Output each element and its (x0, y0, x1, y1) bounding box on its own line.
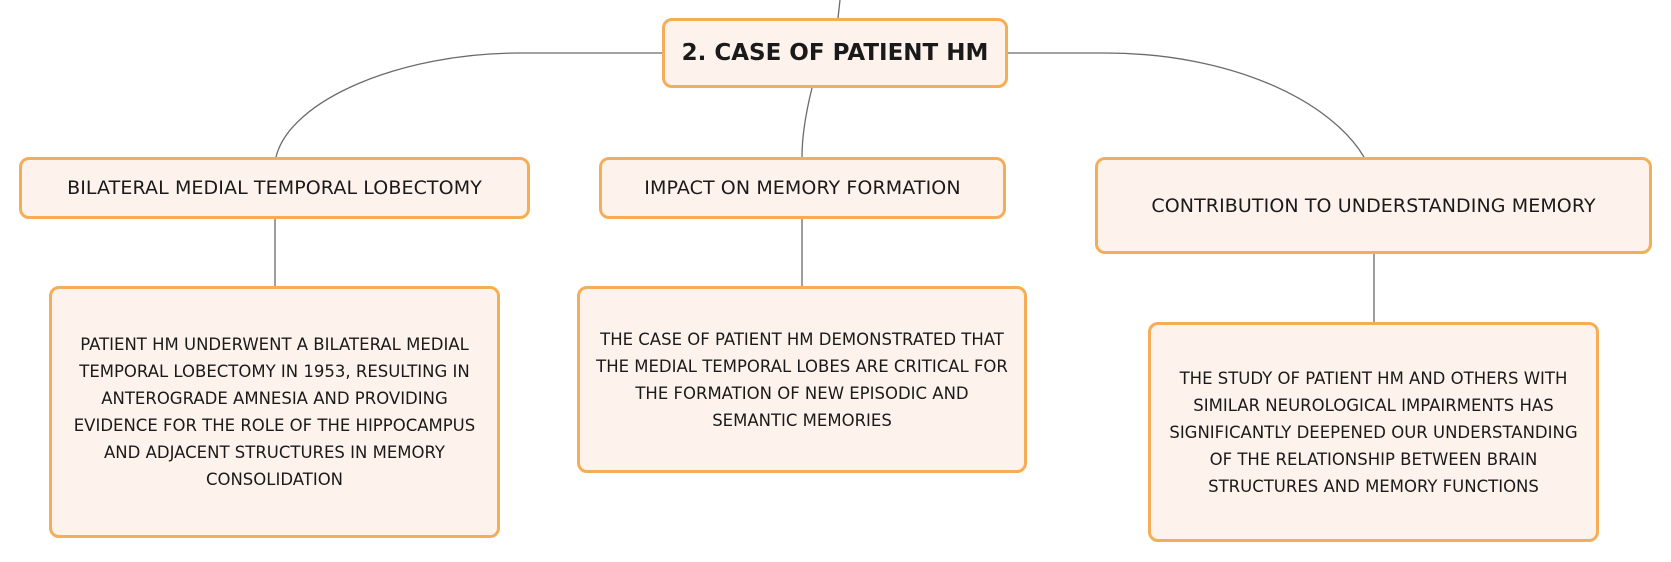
detail-node-understanding-memory[interactable]: THE STUDY OF PATIENT HM AND OTHERS WITH … (1148, 322, 1599, 542)
detail-node-text: THE STUDY OF PATIENT HM AND OTHERS WITH … (1169, 368, 1578, 496)
topic-node-label: CONTRIBUTION TO UNDERSTANDING MEMORY (1151, 194, 1596, 217)
connector-root-to-topic-3 (1008, 52, 1365, 158)
topic-node-memory-formation[interactable]: IMPACT ON MEMORY FORMATION (599, 157, 1006, 219)
topic-node-understanding-memory[interactable]: CONTRIBUTION TO UNDERSTANDING MEMORY (1095, 157, 1652, 254)
connector-parent-to-root (837, 0, 841, 19)
detail-node-memory-formation[interactable]: THE CASE OF PATIENT HM DEMONSTRATED THAT… (577, 286, 1027, 473)
detail-node-lobectomy[interactable]: PATIENT HM UNDERWENT A BILATERAL MEDIAL … (49, 286, 500, 538)
detail-node-text: THE CASE OF PATIENT HM DEMONSTRATED THAT… (596, 329, 1008, 430)
connector-root-to-topic-2 (801, 87, 813, 158)
topic-node-lobectomy[interactable]: BILATERAL MEDIAL TEMPORAL LOBECTOMY (19, 157, 530, 219)
root-node[interactable]: 2. CASE OF PATIENT HM (662, 18, 1008, 88)
topic-node-label: BILATERAL MEDIAL TEMPORAL LOBECTOMY (67, 177, 482, 199)
topic-node-label: IMPACT ON MEMORY FORMATION (644, 177, 961, 199)
connector-root-to-topic-1 (275, 52, 662, 158)
root-node-label: 2. CASE OF PATIENT HM (681, 40, 989, 66)
detail-node-text: PATIENT HM UNDERWENT A BILATERAL MEDIAL … (73, 335, 476, 489)
